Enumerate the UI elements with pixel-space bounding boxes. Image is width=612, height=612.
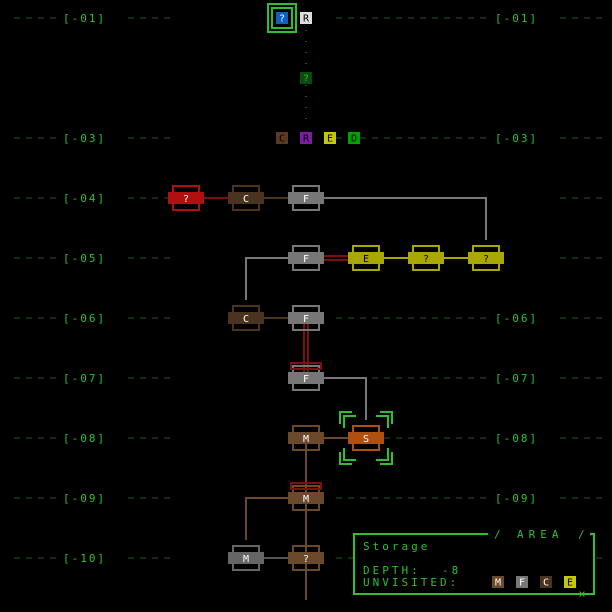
svg-text:?: ? — [303, 74, 309, 85]
svg-text:?: ? — [183, 194, 189, 205]
depth-row-label-right: [-06] — [495, 312, 538, 325]
depth-row-label-right: [-03] — [495, 132, 538, 145]
panel-header: AREA — [517, 528, 564, 541]
map-node[interactable]: C — [228, 305, 264, 331]
svg-text:?: ? — [483, 254, 489, 265]
svg-text:M: M — [303, 434, 309, 445]
panel-slash-right: / — [578, 528, 585, 541]
link-05a-06a — [245, 257, 306, 300]
depth-grid: [-01][-01][-03][-03][-04][-05][-06][-06]… — [14, 12, 602, 565]
current-top-node[interactable]: ? R — [267, 3, 312, 33]
close-icon[interactable]: × — [578, 587, 585, 601]
depth-row: [-01] [-01] — [14, 12, 602, 25]
svg-text:?: ? — [303, 554, 309, 565]
map-node[interactable]: M — [288, 485, 324, 511]
map-node[interactable]: ? — [288, 545, 324, 571]
depth-row: [-03] [-03] — [14, 132, 602, 145]
svg-text:C: C — [243, 314, 249, 325]
svg-text:S: S — [363, 434, 369, 445]
depth-row-label-right: [-07] — [495, 372, 538, 385]
depth-row-label-left: [-04] — [63, 192, 106, 205]
link-04c-05d — [306, 197, 487, 240]
info-panel: / AREA / Storage DEPTH: -8 UNVISITED: M F… — [353, 528, 595, 601]
depth-row: [-05] — [14, 252, 602, 265]
map-node[interactable]: C — [228, 185, 264, 211]
depth-row-label-left: [-01] — [63, 12, 106, 25]
top-node-glyph: ? — [279, 14, 285, 25]
svg-text:C: C — [543, 578, 549, 589]
map-node[interactable]: S — [348, 425, 384, 451]
depth-row: [-08] [-08] — [14, 432, 602, 445]
map-node[interactable]: ? — [168, 185, 204, 211]
depth-row-label-right: [-01] — [495, 12, 538, 25]
svg-text:F: F — [303, 194, 309, 205]
area-name: Storage — [363, 540, 430, 553]
unvisited-e-icon: E — [564, 576, 576, 589]
map-node[interactable]: F — [288, 185, 324, 211]
map-node[interactable]: M — [228, 545, 264, 571]
link-09a-10a — [245, 497, 306, 540]
depth-row: [-04] — [14, 192, 602, 205]
depth-row-label-left: [-08] — [63, 432, 106, 445]
depth-row-label-left: [-09] — [63, 492, 106, 505]
depth-row-label-left: [-05] — [63, 252, 106, 265]
svg-text:R: R — [303, 134, 310, 145]
branch-exit-d[interactable]: D — [348, 132, 360, 145]
svg-text:F: F — [303, 254, 309, 265]
branch-exit-r[interactable]: R — [300, 132, 312, 145]
depth-row-label-left: [-06] — [63, 312, 106, 325]
unvisited-c-icon: C — [540, 576, 552, 589]
svg-text:E: E — [363, 254, 369, 265]
depth-label: DEPTH: — [363, 564, 421, 577]
map-nodes: ? C F F E?? C F F M S M M? — [168, 185, 504, 571]
branch-exit-e[interactable]: E — [324, 132, 336, 145]
unvisited-m-icon: M — [492, 576, 504, 589]
map-node[interactable]: ? — [468, 245, 504, 271]
svg-text:M: M — [243, 554, 249, 565]
mid-marker: ? — [300, 72, 312, 85]
svg-text:D: D — [351, 134, 357, 145]
svg-text:E: E — [567, 578, 573, 589]
depth-row: [-06] [-06] — [14, 312, 602, 325]
svg-text:C: C — [279, 134, 285, 145]
map-node[interactable]: ? — [408, 245, 444, 271]
node-highlight — [290, 362, 322, 370]
map-node[interactable]: F — [288, 365, 324, 391]
depth-row-label-left: [-10] — [63, 552, 106, 565]
panel-slash-left: / — [494, 528, 501, 541]
branch-exit-c[interactable]: C — [276, 132, 288, 145]
map-node[interactable]: F — [288, 245, 324, 271]
svg-text:E: E — [327, 134, 333, 145]
svg-text:F: F — [303, 374, 309, 385]
node-highlight — [290, 482, 322, 490]
map-node[interactable]: E — [348, 245, 384, 271]
unvisited-f-icon: F — [516, 576, 528, 589]
svg-text:C: C — [243, 194, 249, 205]
svg-text:F: F — [519, 578, 525, 589]
depth-row-label-right: [-09] — [495, 492, 538, 505]
selection-brackets — [339, 411, 393, 465]
depth-row-label-left: [-03] — [63, 132, 106, 145]
svg-text:?: ? — [423, 254, 429, 265]
svg-text:M: M — [495, 578, 501, 589]
map-node[interactable]: F — [288, 305, 324, 331]
svg-text:M: M — [303, 494, 309, 505]
depth-row-label-right: [-08] — [495, 432, 538, 445]
depth-value: -8 — [442, 564, 461, 577]
svg-text:F: F — [303, 314, 309, 325]
depth-row-label-left: [-07] — [63, 372, 106, 385]
map-node[interactable]: M — [288, 425, 324, 451]
unvisited-label: UNVISITED: — [363, 576, 459, 589]
link-07a-08b — [306, 377, 367, 420]
depth-row: [-09] [-09] — [14, 492, 602, 505]
top-node-extra-glyph: R — [303, 14, 310, 25]
